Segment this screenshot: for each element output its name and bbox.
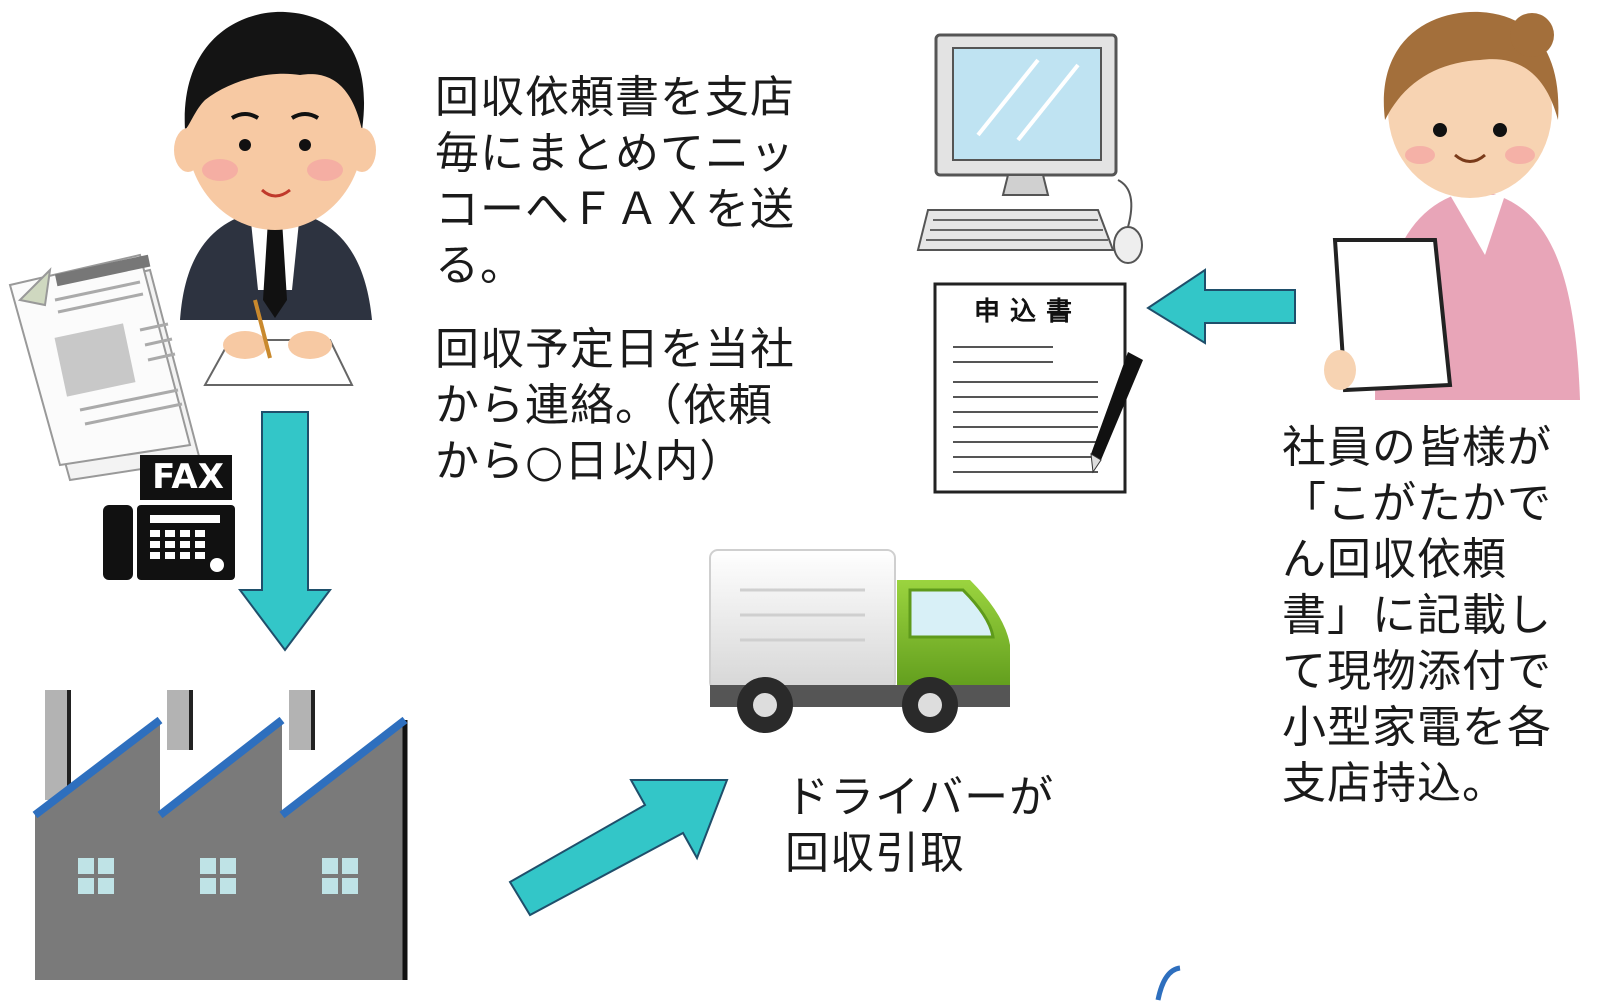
- driver-collection-note: ドライバーが 回収引取: [785, 772, 1055, 879]
- form-icon: [933, 282, 1143, 494]
- form-title: 申込書: [973, 297, 1082, 327]
- employee-svg: [1324, 11, 1580, 400]
- decorative-mark: [1155, 965, 1181, 1001]
- fax-label: FAX: [152, 457, 224, 497]
- businessman-svg: [8, 11, 376, 482]
- documents-icon: [8, 253, 202, 482]
- down-arrow-to-factory: [238, 411, 332, 652]
- employee-illustration: [1300, 0, 1619, 400]
- computer-illustration: [916, 30, 1153, 270]
- factory-icon: [32, 690, 408, 980]
- factory-illustration: [30, 690, 410, 980]
- application-form-illustration: 申込書: [933, 282, 1153, 497]
- businessman-illustration: [0, 0, 420, 482]
- computer-icon: [916, 33, 1143, 264]
- employee-instruction: 社員の皆様が 「こがたかで ん回収依頼 書」に記載し て現物添付で 小型家電を各…: [1282, 422, 1552, 809]
- fax-machine-illustration: FAX: [95, 455, 240, 585]
- truck-icon: [709, 549, 1010, 733]
- left-arrow-to-form: [1146, 268, 1296, 345]
- fax-icon: [103, 455, 235, 580]
- truck-illustration: [705, 545, 1025, 745]
- step2-schedule-notice: 回収予定日を当社 から連絡。（依頼 から○日以内）: [435, 324, 795, 487]
- step1-fax-instruction: 回収依頼書を支店 毎にまとめてニッ コーへＦＡＸを送 る。: [435, 72, 795, 291]
- diagonal-arrow-to-truck: [508, 779, 729, 917]
